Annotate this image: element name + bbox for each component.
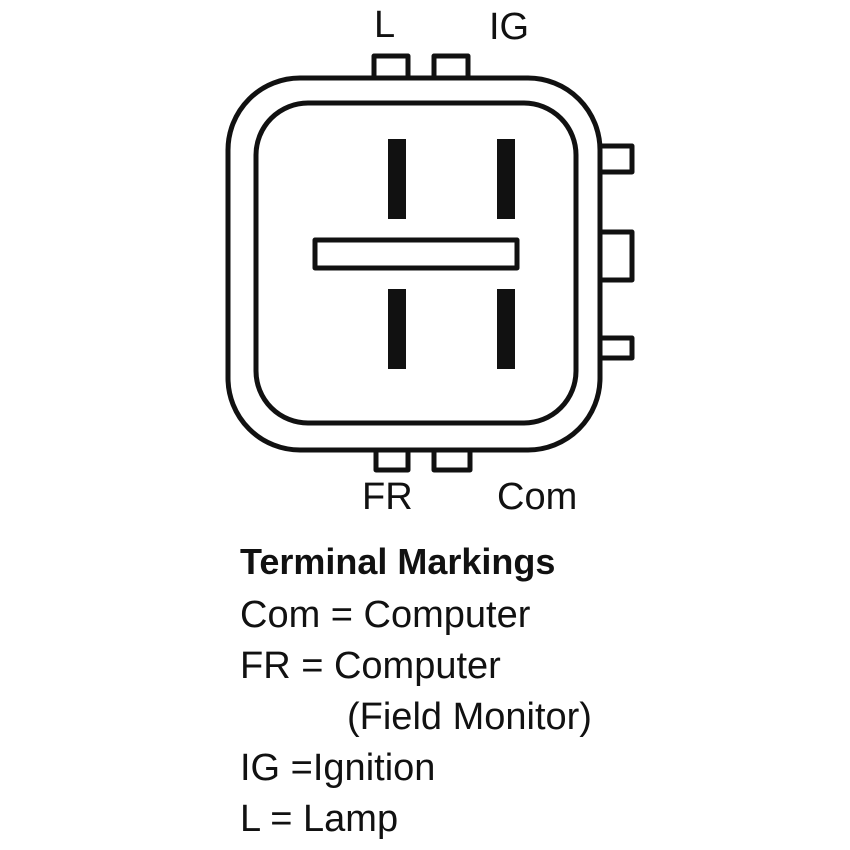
pin-fr — [388, 289, 406, 369]
legend-row-ig: IG =Ignition — [240, 747, 436, 789]
legend-title: Terminal Markings — [240, 541, 556, 582]
top-tab-left — [371, 53, 411, 78]
connector-outer-housing — [225, 75, 603, 453]
terminal-markings-legend: Terminal Markings Com = Computer FR = Co… — [240, 544, 592, 845]
terminal-label-com: Com — [497, 476, 578, 518]
terminal-label-l: L — [374, 4, 396, 46]
legend-row-fr-note: (Field Monitor) — [347, 696, 592, 738]
terminal-label-fr: FR — [362, 476, 413, 518]
legend-row-com: Com = Computer — [240, 594, 531, 636]
pin-com — [497, 289, 515, 369]
side-rib-top — [600, 143, 635, 175]
pin-ig — [497, 139, 515, 219]
alternator-connector-diagram — [225, 53, 635, 473]
pin-l — [388, 139, 406, 219]
legend-row-fr: FR = Computer — [240, 645, 501, 687]
top-tab-right — [431, 53, 471, 78]
side-rib-bottom — [600, 335, 635, 361]
horizontal-blade-terminal — [312, 237, 520, 271]
connector-inner-cavity — [253, 100, 579, 426]
terminal-label-ig: IG — [489, 6, 530, 48]
bottom-tab-right — [431, 450, 473, 473]
side-rib-middle — [600, 229, 635, 283]
legend-row-l: L = Lamp — [240, 798, 399, 840]
bottom-tab-left — [373, 450, 411, 473]
